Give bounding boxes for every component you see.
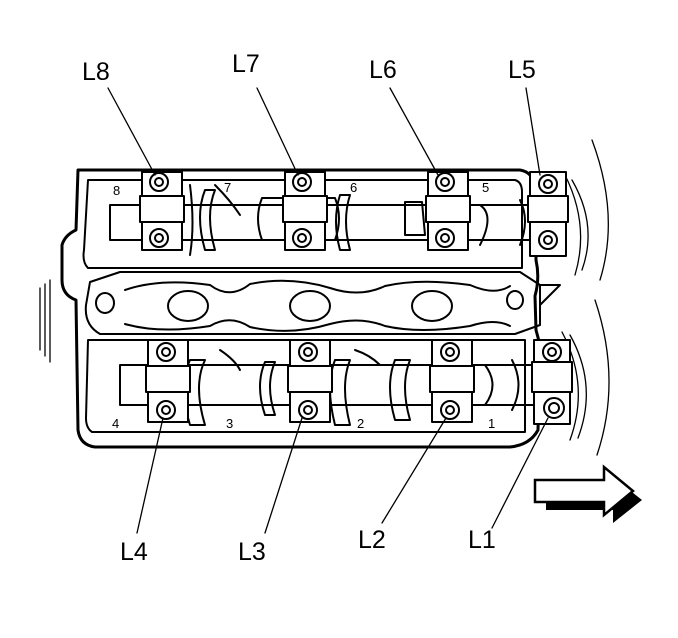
direction-arrow-icon xyxy=(533,464,642,523)
head-lower-rail xyxy=(85,339,526,433)
callout-L4: L4 xyxy=(120,538,148,566)
head-gasket-rail xyxy=(82,179,523,269)
leader-lines xyxy=(107,87,549,534)
center-web xyxy=(84,271,541,335)
cap-number-8: 8 xyxy=(113,183,120,198)
callout-L3: L3 xyxy=(238,538,266,566)
callout-L5: L5 xyxy=(508,56,536,84)
callout-L1: L1 xyxy=(468,526,496,554)
bearing-cap-L2 xyxy=(429,339,475,423)
bearing-cap-L1 xyxy=(531,339,573,425)
bearing-cap-L8 xyxy=(139,171,185,251)
bearing-cap-L6 xyxy=(425,171,471,251)
cap-number-5: 5 xyxy=(482,180,489,195)
cap-number-6: 6 xyxy=(350,180,357,195)
cap-number-4: 4 xyxy=(112,416,119,431)
cap-number-2: 2 xyxy=(357,416,364,431)
bearing-cap-L5 xyxy=(527,171,569,257)
cap-number-3: 3 xyxy=(226,416,233,431)
callout-L6: L6 xyxy=(369,56,397,84)
bearing-cap-L3 xyxy=(287,339,333,423)
cap-number-1: 1 xyxy=(488,416,495,431)
callout-L7: L7 xyxy=(232,50,260,78)
head-notch xyxy=(539,284,561,306)
bearing-cap-L7 xyxy=(282,171,328,251)
bearing-cap-L4 xyxy=(145,339,191,423)
cap-number-7: 7 xyxy=(224,180,231,195)
callout-L8: L8 xyxy=(82,58,110,86)
callout-L2: L2 xyxy=(358,526,386,554)
center-web-holes xyxy=(95,279,524,332)
left-edge-hatching xyxy=(39,279,51,363)
